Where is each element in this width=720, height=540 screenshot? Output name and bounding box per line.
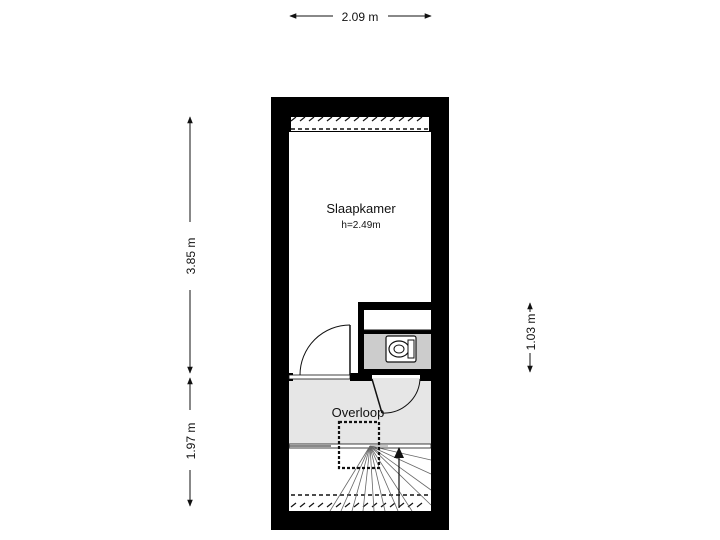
dimension-left-lower: 1.97 m [184, 377, 198, 507]
stair-direction-arrow-icon [394, 447, 404, 458]
dimension-left-upper: 3.85 m [184, 116, 198, 374]
dimension-left-upper-label: 3.85 m [184, 238, 198, 275]
roof-window-bottom [290, 492, 429, 510]
toilet-door [371, 378, 421, 414]
dimension-left-lower-label: 1.97 m [184, 423, 198, 460]
toilet-shelf [364, 310, 431, 330]
roof-window-top [290, 116, 429, 131]
dimension-top-label: 2.09 m [342, 10, 379, 24]
landing-floor [289, 377, 431, 446]
staircase [288, 420, 432, 512]
landing-name: Overloop [332, 405, 385, 420]
toilet-icon [385, 335, 417, 363]
bedroom-name: Slaapkamer [326, 201, 396, 216]
bedroom-height: h=2.49m [341, 220, 380, 231]
interior-wall [288, 373, 431, 381]
dimension-right: 1.03 m [524, 302, 538, 373]
bedroom-door [299, 324, 351, 376]
dimension-right-label: 1.03 m [524, 314, 538, 351]
dimension-top: 2.09 m [289, 10, 432, 24]
